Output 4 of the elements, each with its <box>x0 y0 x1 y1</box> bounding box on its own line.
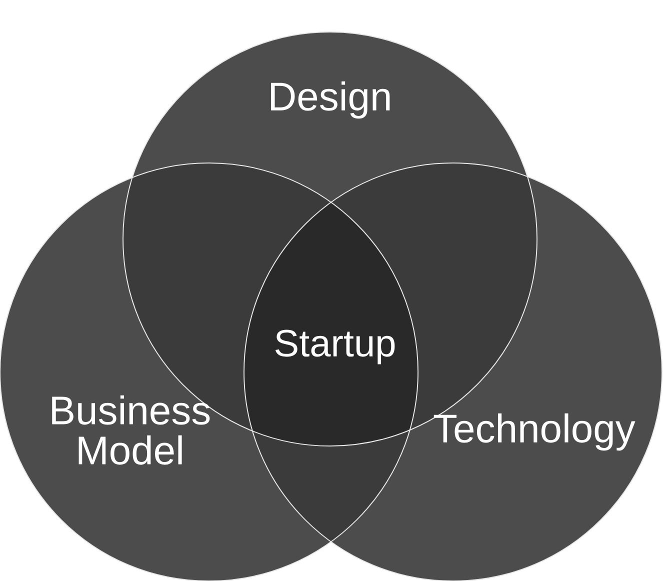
center-label: Startup <box>275 330 395 364</box>
circle-label: Business Model <box>52 395 210 465</box>
circle-label: Technology <box>434 413 636 451</box>
circle-label: Design <box>271 81 390 119</box>
